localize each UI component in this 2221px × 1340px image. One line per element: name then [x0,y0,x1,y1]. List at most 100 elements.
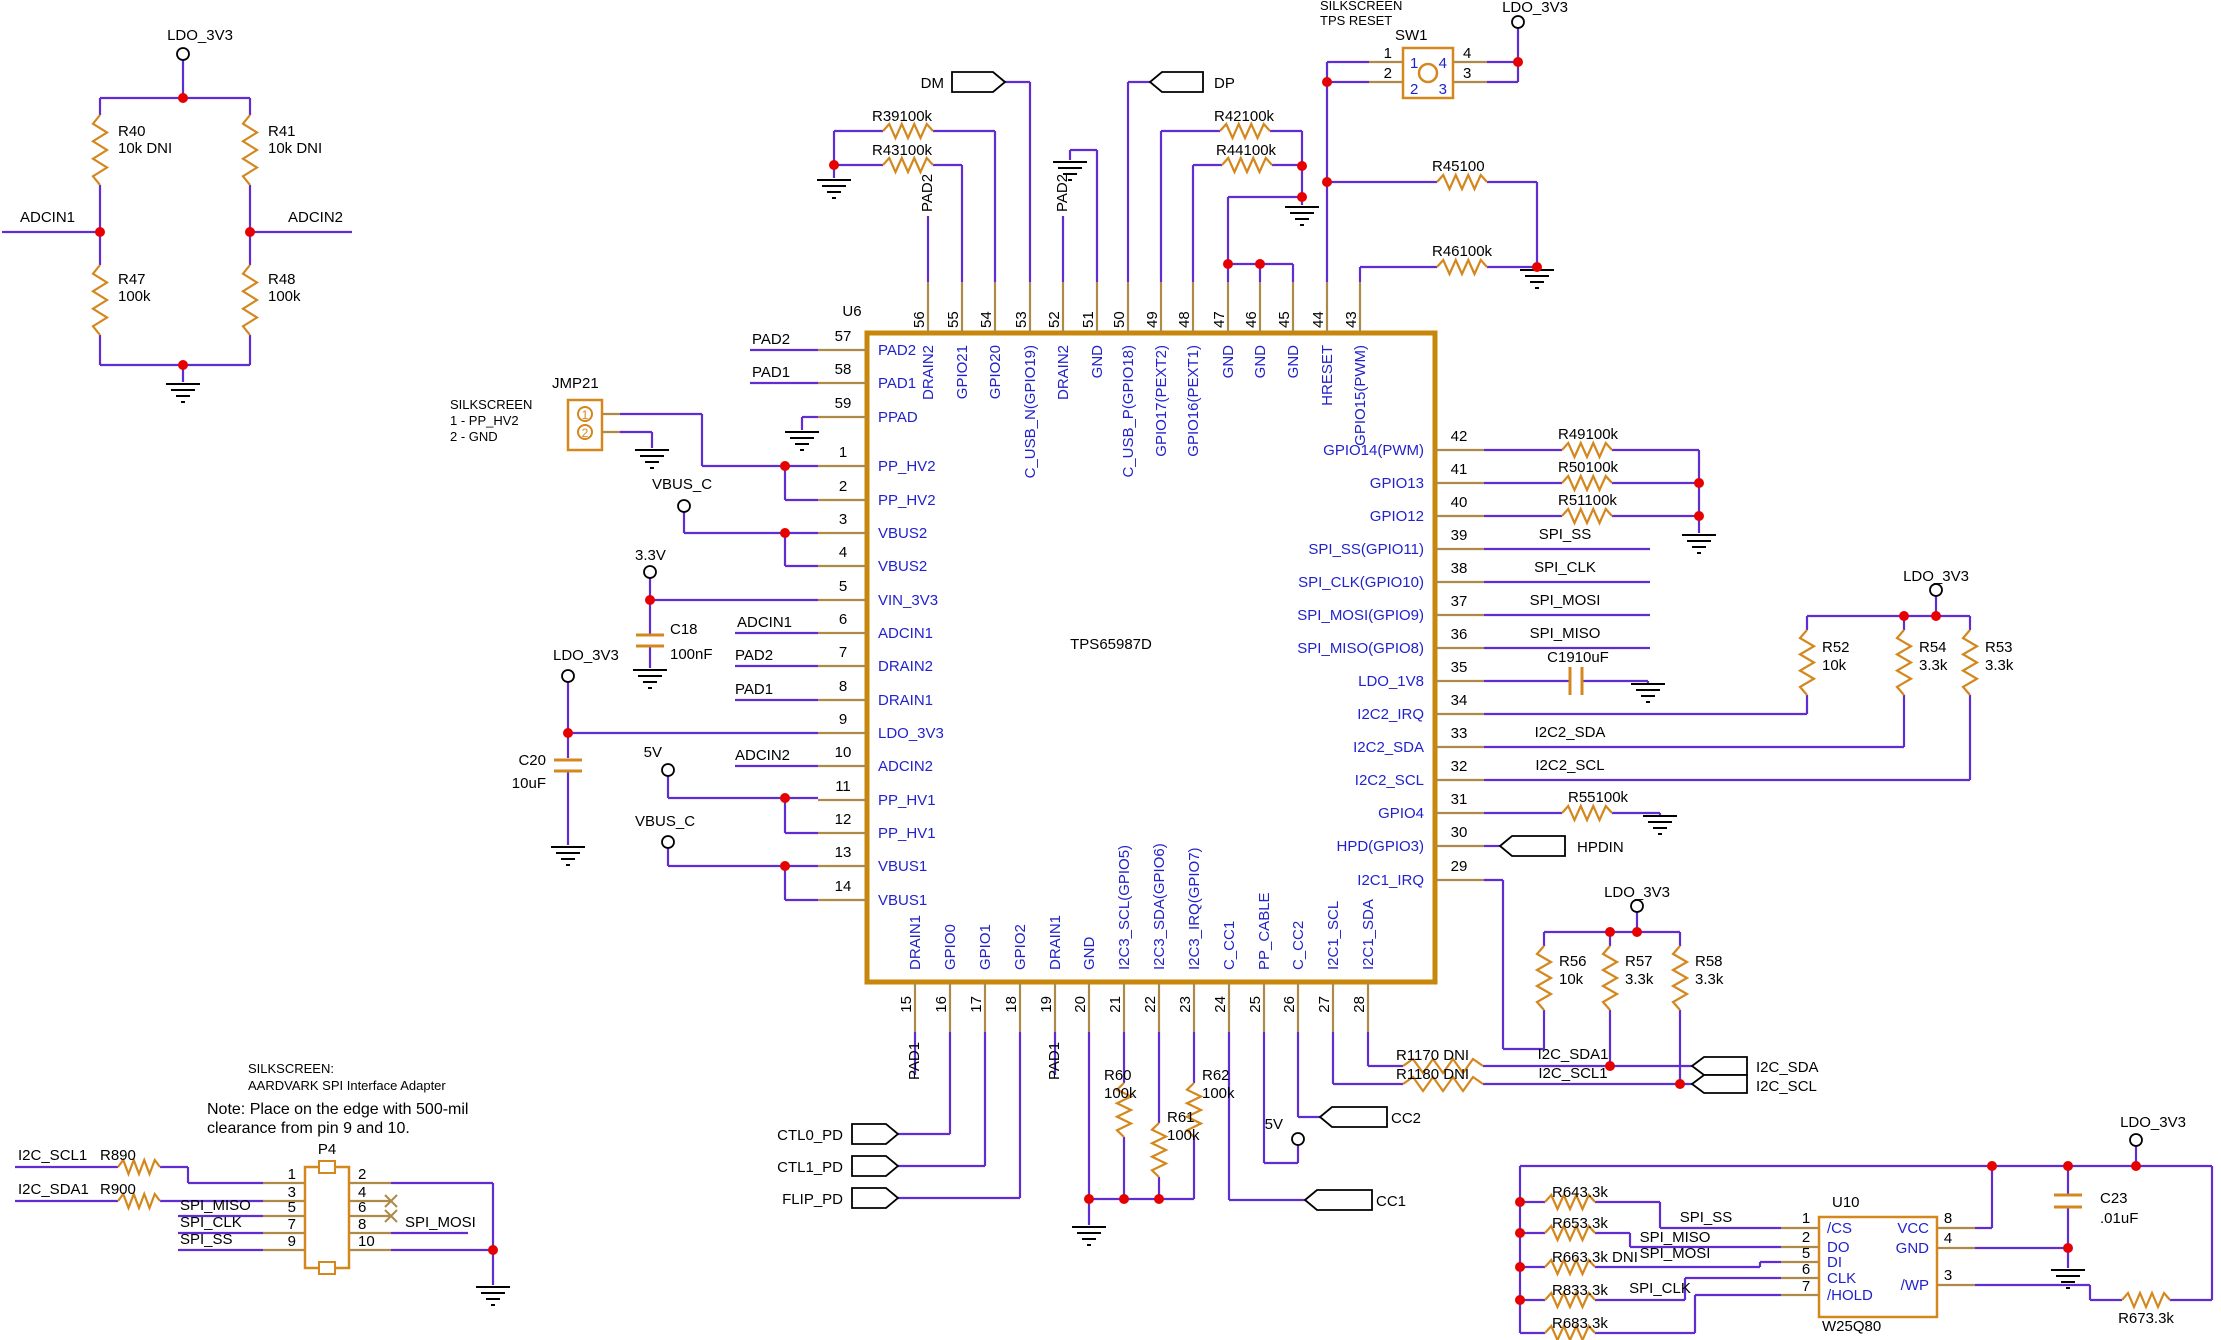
junction [1694,478,1704,488]
label-ldo-3v3: LDO_3V3 [553,647,619,664]
ic-pin-number: 8 [839,678,847,695]
ic-pin-number: 9 [839,711,847,728]
ic-pin-name: I2C1_SDA [1360,899,1377,970]
label-ldo-3v3: LDO_3V3 [1502,0,1568,16]
label-100k: 100k [1202,1085,1235,1102]
label-vbus-c: VBUS_C [652,476,712,493]
label-sw1: SW1 [1395,27,1428,44]
label-2: 2 [1384,65,1392,82]
label-100k: 100k [1104,1085,1137,1102]
ic-pin-name: GND [1252,345,1269,379]
ic-pin-name: I2C3_SDA(GPIO6) [1151,843,1168,970]
label-do: DO [1827,1239,1850,1256]
label-spi-mosi: SPI_MOSI [1640,1245,1711,1262]
label-3-3k: 3.3k [1695,971,1724,988]
label-3: 3 [1944,1267,1952,1284]
junction [488,1245,498,1255]
ic-pin-name: GND [1089,345,1106,379]
label-i2c-scl1: I2C_SCL1 [18,1147,87,1164]
ic-pin-number: 23 [1177,996,1194,1013]
ic-pin-name: SPI_MOSI(GPIO9) [1297,607,1424,624]
ic-pin-number: 40 [1451,494,1468,511]
ic-pin-number: 53 [1013,311,1030,328]
ic-pin-name: GPIO12 [1370,508,1424,525]
label-4: 4 [1944,1230,1952,1247]
label-7: 7 [1802,1278,1810,1295]
label-pad1: PAD1 [906,1042,923,1080]
ic-pin-name: GND [1081,937,1098,971]
ic-pin-name: GND [1285,345,1302,379]
resistor-R58 [1670,945,1690,1011]
flag-DM [951,71,1007,93]
resistor-R118 [1402,1075,1484,1093]
junction [1931,611,1941,621]
junction [1675,1079,1685,1089]
label-spi-ss: SPI_SS [1680,1209,1733,1226]
ic-pin-number: 21 [1107,996,1124,1013]
label-r1170-dni: R1170 DNI [1396,1047,1469,1064]
junction [780,461,790,471]
ic-pin-number: 50 [1111,311,1128,328]
resistor-R60 [1114,1082,1134,1138]
label-ldo-3v3: LDO_3V3 [1604,884,1670,901]
label-r58: R58 [1695,953,1723,970]
resistor-R53 [1960,629,1980,696]
ic-pin-number: 13 [835,844,852,861]
label--hold: /HOLD [1827,1287,1873,1304]
label-r62: R62 [1202,1067,1230,1084]
label-u6: U6 [842,303,861,320]
label-r900: R900 [100,1181,136,1198]
label-r52: R52 [1822,639,1850,656]
ic-pin-name: I2C3_SCL(GPIO5) [1116,845,1133,970]
label-3: 3 [1439,81,1447,98]
box-P4 [303,1165,351,1270]
label-spi-miso: SPI_MISO [1530,625,1601,642]
ic-pin-name: VBUS2 [878,558,927,575]
ic-pin-name: I2C2_SDA [1353,739,1424,756]
junction [1605,927,1615,937]
label-silkscreen: SILKSCREEN [1320,0,1402,13]
label-3-3v: 3.3V [635,547,666,564]
ic-pin-number: 57 [835,328,852,345]
label-i2c2-sda: I2C2_SDA [1535,724,1606,741]
label-i2c-sda: I2C_SDA [1756,1059,1819,1076]
junction [1605,1061,1615,1071]
ic-pin-name: GPIO17(PEXT2) [1153,345,1170,457]
label-spi-mosi: SPI_MOSI [1530,592,1601,609]
label-1: 1 [1410,55,1418,72]
junction [1154,1194,1164,1204]
label-spi-clk: SPI_CLK [180,1214,242,1231]
label-cc1: CC1 [1376,1193,1406,1210]
ic-pin-name: LDO_1V8 [1358,673,1424,690]
resistor-R48 [240,264,260,336]
label-6: 6 [1802,1261,1810,1278]
power-VBUS_C [677,499,691,513]
resistor-R54 [1894,629,1914,696]
junction [2063,1161,2073,1171]
no-connect-x [384,1194,398,1208]
box-circle-SW1 [1417,62,1439,84]
label-pad1: PAD1 [1046,1042,1063,1080]
ic-pin-number: 19 [1038,996,1055,1013]
label-6: 6 [358,1199,366,1216]
label-c20: C20 [518,752,546,769]
ic-pin-number: 59 [835,395,852,412]
junction [1297,192,1307,202]
resistor-R50 [1561,473,1613,493]
label-10k-dni: 10k DNI [268,140,322,157]
label-2: 2 [358,1166,366,1183]
label-r53: R53 [1985,639,2013,656]
label-flip-pd: FLIP_PD [782,1191,843,1208]
flag-I2C_SDA [1690,1056,1748,1076]
ic-pin-name: PP_CABLE [1256,892,1273,970]
junction [95,227,105,237]
ic-pin-name: VBUS1 [878,892,927,909]
junction [1515,1228,1525,1238]
resistor-R49 [1561,440,1613,460]
ic-pin-name: I2C3_IRQ(GPIO7) [1186,847,1203,970]
power-LDO_3V3 [1929,583,1943,597]
ic-pin-number: 3 [839,511,847,528]
ic-pin-name: C_CC2 [1290,921,1307,970]
flag-CTL0_PD [851,1123,900,1145]
junction [1515,1262,1525,1272]
